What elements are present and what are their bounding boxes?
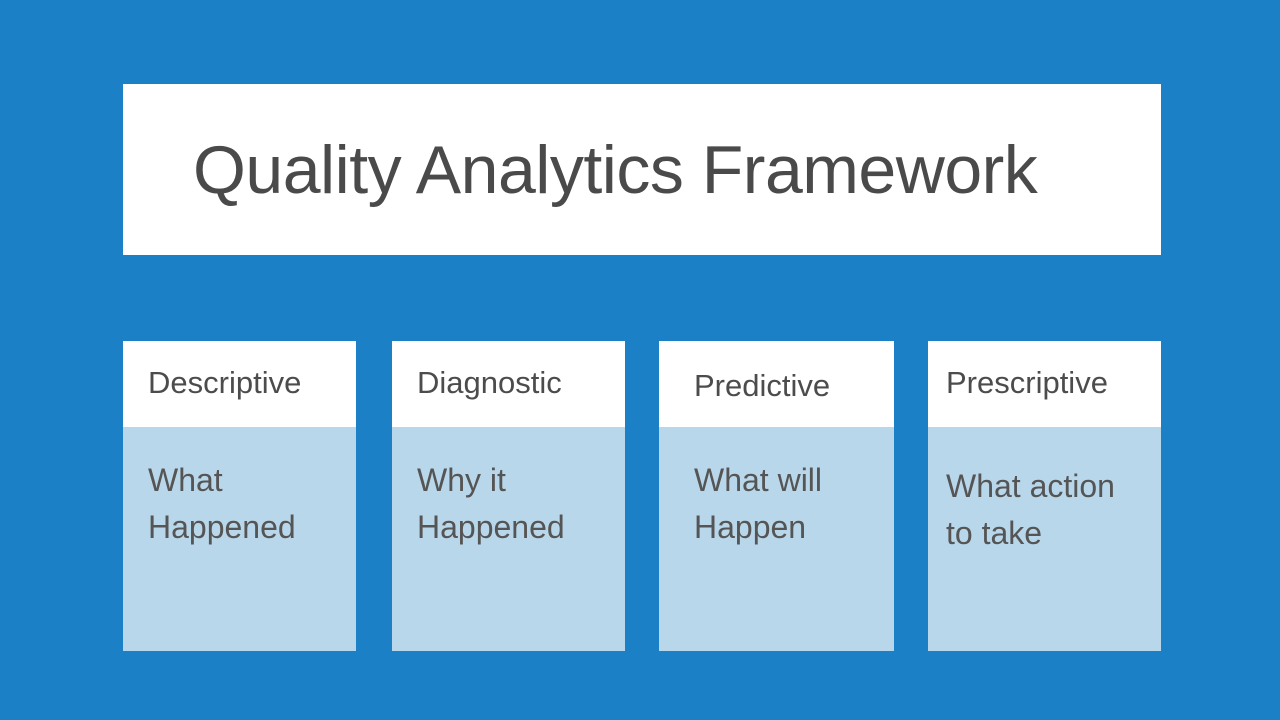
title-banner: Quality Analytics Framework <box>123 84 1161 255</box>
card-body-label: Why it Happened <box>417 462 565 545</box>
card-body-label: What action to take <box>946 468 1115 551</box>
card-header-label: Descriptive <box>148 365 302 400</box>
card-predictive[interactable]: Predictive What will Happen <box>659 341 894 651</box>
card-header-label: Predictive <box>694 368 831 403</box>
card-body-label: What Happened <box>148 462 296 545</box>
card-body-predictive: What will Happen <box>659 427 894 651</box>
card-diagnostic[interactable]: Diagnostic Why it Happened <box>392 341 625 651</box>
card-header-predictive: Predictive <box>659 341 894 427</box>
card-header-descriptive: Descriptive <box>123 341 356 427</box>
card-header-diagnostic: Diagnostic <box>392 341 625 427</box>
analytics-card-row: Descriptive What Happened Diagnostic Why… <box>123 341 1161 651</box>
card-header-prescriptive: Prescriptive <box>928 341 1161 427</box>
card-body-diagnostic: Why it Happened <box>392 427 625 651</box>
card-header-label: Prescriptive <box>946 365 1108 400</box>
card-descriptive[interactable]: Descriptive What Happened <box>123 341 356 651</box>
card-body-label: What will Happen <box>694 462 823 545</box>
page-title: Quality Analytics Framework <box>193 131 1038 208</box>
card-body-prescriptive: What action to take <box>928 427 1161 651</box>
card-body-descriptive: What Happened <box>123 427 356 651</box>
card-prescriptive[interactable]: Prescriptive What action to take <box>928 341 1161 651</box>
card-header-label: Diagnostic <box>417 365 562 400</box>
